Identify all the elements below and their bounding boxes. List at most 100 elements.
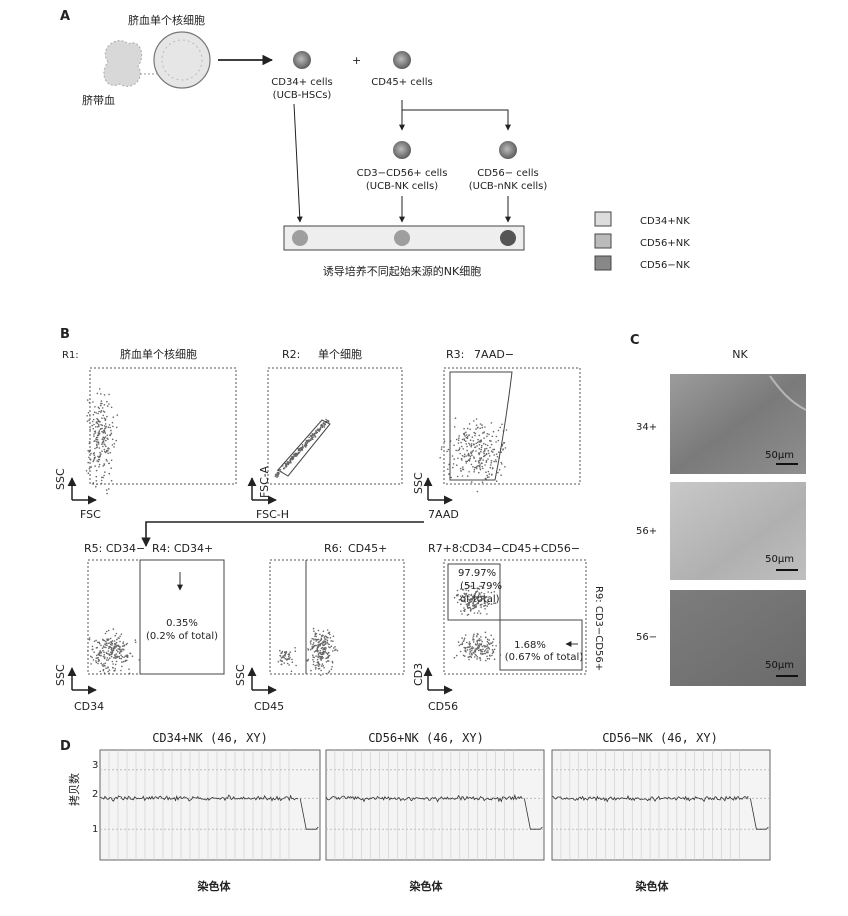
event-dot <box>113 657 115 659</box>
plot-r4-pct: 0.35% <box>166 618 198 629</box>
event-dot <box>115 653 117 655</box>
event-dot <box>318 654 320 656</box>
event-dot <box>99 660 101 662</box>
event-dot <box>95 486 97 488</box>
event-dot <box>315 636 317 638</box>
event-dot <box>466 446 468 448</box>
event-dot <box>318 665 320 667</box>
event-dot <box>121 648 123 650</box>
event-dot <box>112 667 114 669</box>
event-dot <box>497 456 499 458</box>
scatter-r6b <box>278 647 297 672</box>
event-dot <box>289 460 291 462</box>
event-dot <box>328 632 330 634</box>
event-dot <box>312 438 314 440</box>
event-dot <box>114 643 116 645</box>
gate-r3: R3: <box>446 348 464 361</box>
event-dot <box>105 432 107 434</box>
plot-r2-gate <box>278 420 330 476</box>
event-dot <box>112 439 114 441</box>
event-dot <box>126 660 128 662</box>
event-dot <box>89 637 91 639</box>
event-dot <box>101 431 103 433</box>
event-dot <box>100 663 102 665</box>
event-dot <box>490 462 492 464</box>
event-dot <box>489 455 491 457</box>
event-dot <box>488 453 490 455</box>
event-dot <box>108 659 110 661</box>
event-dot <box>471 464 473 466</box>
event-dot <box>101 417 103 419</box>
event-dot <box>291 671 293 673</box>
event-dot <box>481 447 483 449</box>
plot-r4-x-label: CD34 <box>74 700 104 713</box>
event-dot <box>315 634 317 636</box>
event-dot <box>100 655 102 657</box>
event-dot <box>468 643 470 645</box>
event-dot <box>477 427 479 429</box>
event-dot <box>108 394 110 396</box>
event-dot <box>106 659 108 661</box>
event-dot <box>97 437 99 439</box>
event-dot <box>91 657 93 659</box>
event-dot <box>283 662 285 664</box>
event-dot <box>474 435 476 437</box>
nnk-cell <box>499 141 517 159</box>
event-dot <box>89 429 91 431</box>
micrograph-34-label: 34+ <box>636 422 657 433</box>
event-dot <box>126 643 128 645</box>
event-dot <box>280 469 282 471</box>
event-dot <box>110 638 112 640</box>
event-dot <box>95 412 97 414</box>
event-dot <box>87 421 89 423</box>
event-dot <box>461 458 463 460</box>
event-dot <box>291 659 293 661</box>
event-dot <box>121 661 123 663</box>
event-dot <box>459 453 461 455</box>
event-dot <box>318 641 320 643</box>
event-dot <box>89 639 91 641</box>
panel-a: A 脐血单个核细胞 脐带血 CD34+ cells (UCB-HSCs) + C… <box>60 9 690 278</box>
event-dot <box>331 645 333 647</box>
plot-r2-title: 单个细胞 <box>318 348 362 361</box>
event-dot <box>93 433 95 435</box>
micrograph-56n-image <box>670 590 806 686</box>
panel-a-legend: CD34+NK CD56+NK CD56−NK <box>595 212 690 271</box>
event-dot <box>488 647 490 649</box>
event-dot <box>324 649 326 651</box>
event-dot <box>96 422 98 424</box>
event-dot <box>108 488 110 490</box>
event-dot <box>475 643 477 645</box>
plot-r78-x-label: CD56 <box>428 700 458 713</box>
panel-c-letter: C <box>630 333 640 348</box>
event-dot <box>326 661 328 663</box>
event-dot <box>119 636 121 638</box>
event-dot <box>478 647 480 649</box>
panel-c: C NK 34+ 50μm 56+ 50μm 56− 50μm <box>630 333 806 686</box>
micrograph-56n-label: 56− <box>636 632 657 643</box>
event-dot <box>113 628 115 630</box>
event-dot <box>98 420 100 422</box>
event-dot <box>473 471 475 473</box>
event-dot <box>476 644 478 646</box>
event-dot <box>464 435 466 437</box>
event-dot <box>468 659 470 661</box>
event-dot <box>472 608 474 610</box>
karyotype-1-x-label: 染色体 <box>198 879 232 893</box>
event-dot <box>441 448 443 450</box>
event-dot <box>471 455 473 457</box>
event-dot <box>477 634 479 636</box>
event-dot <box>457 602 459 604</box>
panel-d-letter: D <box>60 739 71 754</box>
event-dot <box>105 452 107 454</box>
event-dot <box>104 404 106 406</box>
event-dot <box>313 646 315 648</box>
event-dot <box>491 474 493 476</box>
plot-r78-upper-total-2: of total) <box>460 594 500 605</box>
event-dot <box>114 646 116 648</box>
event-dot <box>474 607 476 609</box>
event-dot <box>319 664 321 666</box>
event-dot <box>135 639 137 641</box>
event-dot <box>479 464 481 466</box>
event-dot <box>462 644 464 646</box>
